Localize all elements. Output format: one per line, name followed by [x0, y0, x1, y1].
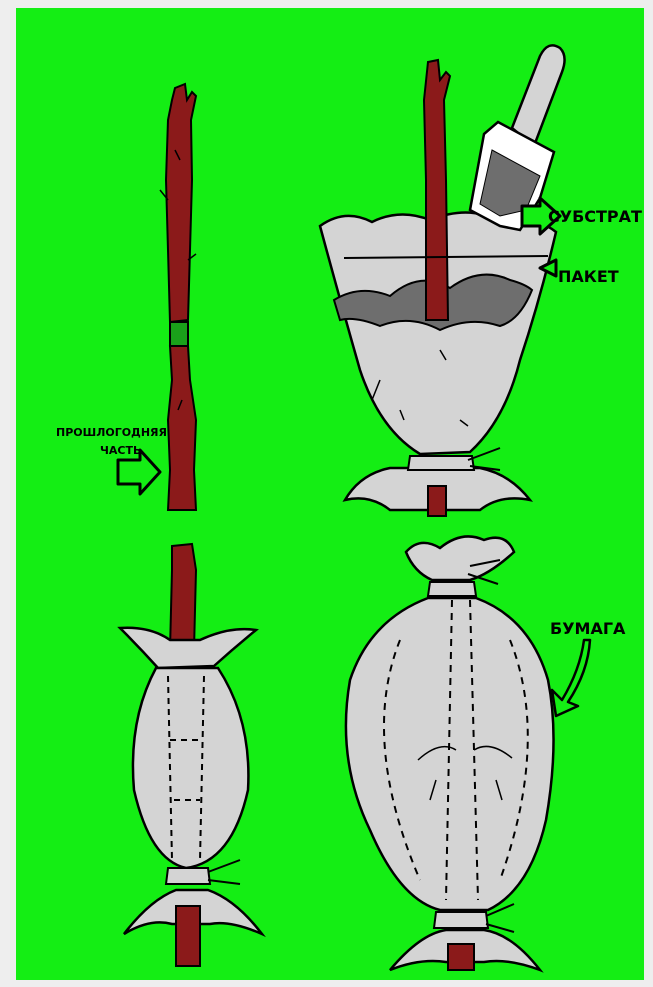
label-substrate: СУБСТРАТ — [548, 207, 642, 226]
label-last-year-part-line1: ПРОШЛОГОДНЯЯ — [56, 426, 167, 439]
label-last-year-part-line2: ЧАСТЬ — [100, 444, 141, 457]
label-paper: БУМАГА — [550, 619, 626, 638]
graft-band — [170, 322, 188, 346]
label-bag: ПАКЕТ — [558, 267, 619, 286]
